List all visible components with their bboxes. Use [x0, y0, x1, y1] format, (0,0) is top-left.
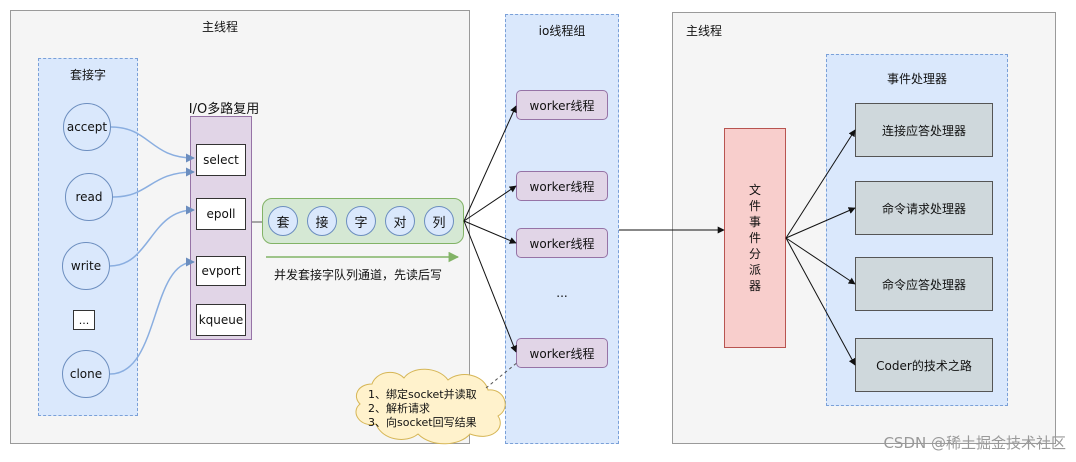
watermark: CSDN @稀土掘金技术社区 [883, 434, 1066, 452]
socket-clone: clone [62, 350, 110, 398]
queue-char-1: 套 [268, 206, 298, 236]
handler-connection-reply: 连接应答处理器 [855, 103, 993, 157]
dispatcher-char-3: 事 [748, 215, 761, 229]
cloud-shape [355, 368, 506, 445]
edge-accept-select [110, 126, 195, 163]
cloud-note-line-2: 2、解析请求 [368, 402, 430, 415]
edge-dispatcher-h1 [785, 129, 856, 239]
queue-char-3: 字 [346, 206, 376, 236]
edge-write-epoll [109, 205, 195, 267]
cloud-note: 1、绑定socket并读取 2、解析请求 3、向socket回写结果 [368, 388, 500, 430]
edge-queue-worker4 [463, 220, 517, 353]
edge-dispatcher-h4 [785, 237, 856, 366]
dispatcher-char-5: 分 [748, 247, 761, 261]
handler-command-reply: 命令应答处理器 [855, 257, 993, 311]
io-select: select [196, 144, 246, 176]
edge-queue-worker3 [463, 220, 517, 244]
event-handler-group-title: 事件处理器 [886, 72, 947, 86]
worker-thread-4: worker线程 [516, 338, 608, 368]
worker-thread-1: worker线程 [516, 90, 608, 120]
socket-accept: accept [63, 103, 111, 151]
io-multiplex-title: I/O多路复用 [188, 102, 260, 117]
socket-group-title: 套接字 [69, 68, 106, 82]
file-event-dispatcher: 文 件 事 件 分 派 器 [724, 128, 786, 348]
socket-read: read [65, 173, 113, 221]
dispatcher-char-1: 文 [748, 183, 761, 197]
dispatcher-char-4: 件 [748, 231, 761, 245]
main-thread-left-title: 主线程 [201, 20, 238, 34]
io-thread-group-title: io线程组 [538, 24, 586, 38]
edge-dispatcher-h3 [785, 237, 856, 285]
handler-coder: Coder的技术之路 [855, 338, 993, 392]
edge-clone-evport [109, 257, 195, 375]
dispatcher-char-6: 派 [748, 263, 761, 277]
io-epoll: epoll [196, 198, 246, 230]
queue-char-2: 接 [307, 206, 337, 236]
edge-queue-worker2 [463, 185, 517, 222]
edge-dispatcher-h2 [785, 207, 856, 239]
dispatcher-char-2: 件 [748, 199, 761, 213]
queue-caption: 并发套接字队列通道，先读后写 [274, 268, 443, 282]
cloud-note-line-3: 3、向socket回写结果 [368, 416, 477, 429]
cloud-pointer [485, 361, 519, 389]
cloud-note-line-1: 1、绑定socket并读取 [368, 388, 477, 401]
main-thread-right-title: 主线程 [685, 24, 722, 38]
dispatcher-char-7: 器 [748, 279, 761, 293]
queue-char-4: 对 [385, 206, 415, 236]
edge-queue-worker1 [463, 105, 517, 222]
worker-thread-2: worker线程 [516, 171, 608, 201]
handler-command-request: 命令请求处理器 [855, 181, 993, 235]
io-kqueue: kqueue [196, 304, 246, 336]
socket-write: write [62, 242, 110, 290]
socket-ellipsis: ... [73, 310, 95, 330]
queue-char-5: 列 [424, 206, 454, 236]
worker-thread-3: worker线程 [516, 228, 608, 258]
io-evport: evport [196, 256, 246, 286]
worker-ellipsis: ... [556, 286, 568, 300]
edge-read-select [112, 167, 195, 198]
